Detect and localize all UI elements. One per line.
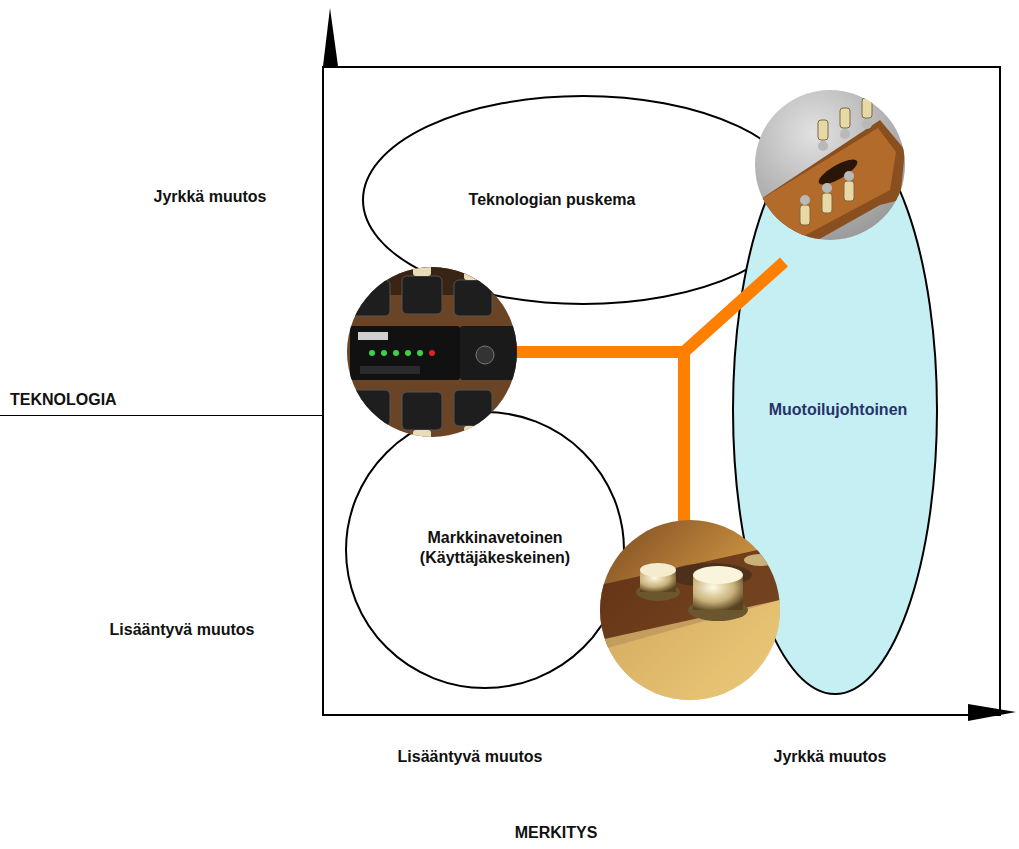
market-circle: Markkinavetoinen (Käyttäjäkeskeinen) [345, 411, 625, 689]
node-label: Muotoilujohtoinen [769, 400, 908, 420]
plot-frame [323, 67, 1000, 715]
axis-divider [0, 415, 323, 416]
axis-value-label: Jyrkkä muutos [154, 187, 267, 207]
node-label: Teknologian puskema [469, 190, 636, 210]
axis-arrowhead [968, 704, 1016, 721]
axis-value-label: Jyrkkä muutos [774, 747, 887, 767]
axis-value-label: Lisääntyvä muutos [110, 620, 255, 640]
design-ellipse: Muotoilujohtoinen [732, 125, 938, 695]
technology-ellipse: Teknologian puskema [362, 95, 804, 305]
axis-title: MERKITYS [515, 823, 598, 843]
node-label: Markkinavetoinen (Käyttäjäkeskeinen) [395, 528, 595, 568]
axis-value-label: Lisääntyvä muutos [398, 747, 543, 767]
axis-title: TEKNOLOGIA [10, 390, 117, 410]
axis-arrowhead [323, 8, 338, 66]
